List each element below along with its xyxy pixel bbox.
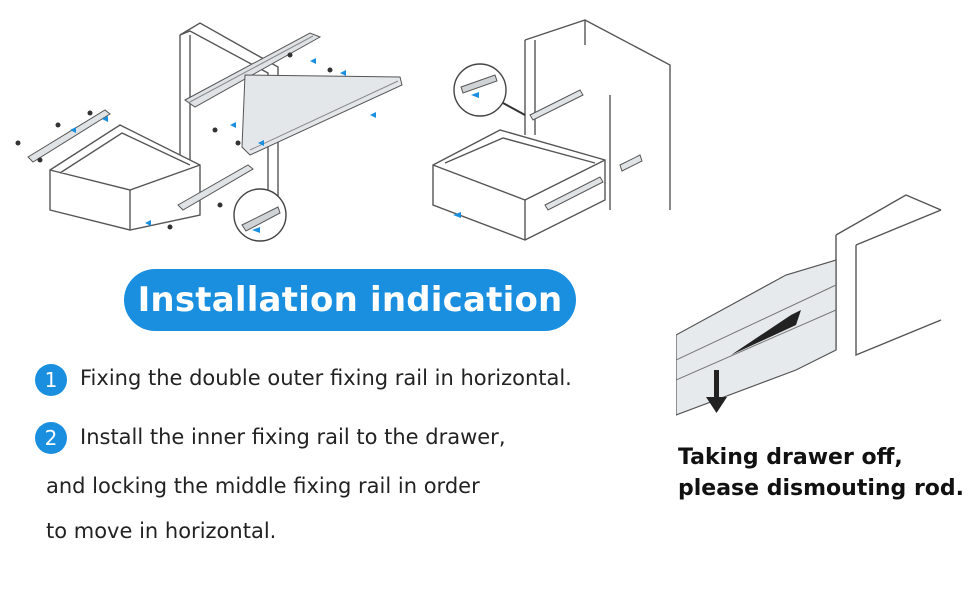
- step-2-line-2: and locking the middle fixing rail in or…: [46, 474, 480, 498]
- step-2-line-3: to move in horizontal.: [46, 519, 277, 543]
- release-lever: [731, 310, 801, 355]
- dismount-note-line-2: please dismouting rod.: [678, 476, 965, 501]
- step-1-badge: 1: [35, 364, 67, 396]
- dismount-detail-illustration: [676, 165, 944, 427]
- installation-diagram-exploded: [10, 15, 420, 255]
- inner-rail-right: [177, 164, 254, 211]
- direction-arrows: [70, 58, 376, 226]
- step-2-badge: 2: [35, 422, 67, 454]
- step-2-line-1: Install the inner fixing rail to the dra…: [80, 425, 506, 449]
- step-1-text: Fixing the double outer fixing rail in h…: [80, 366, 572, 390]
- drawer-box: [49, 124, 201, 231]
- push-down-arrow-icon: [706, 370, 727, 413]
- mounted-rail: [529, 89, 643, 211]
- drawer-assembled: [432, 129, 606, 241]
- dismount-note-line-1: Taking drawer off,: [678, 445, 903, 470]
- magnifier-callout-2: [453, 63, 526, 117]
- magnifier-callout: [233, 188, 287, 242]
- outer-rail-upper: [184, 32, 403, 156]
- screws: [15, 52, 333, 230]
- installation-title-banner: Installation indication: [124, 269, 576, 331]
- direction-arrow: [453, 212, 461, 218]
- inner-rail-left: [27, 109, 111, 163]
- installation-diagram-assembled: [425, 15, 695, 255]
